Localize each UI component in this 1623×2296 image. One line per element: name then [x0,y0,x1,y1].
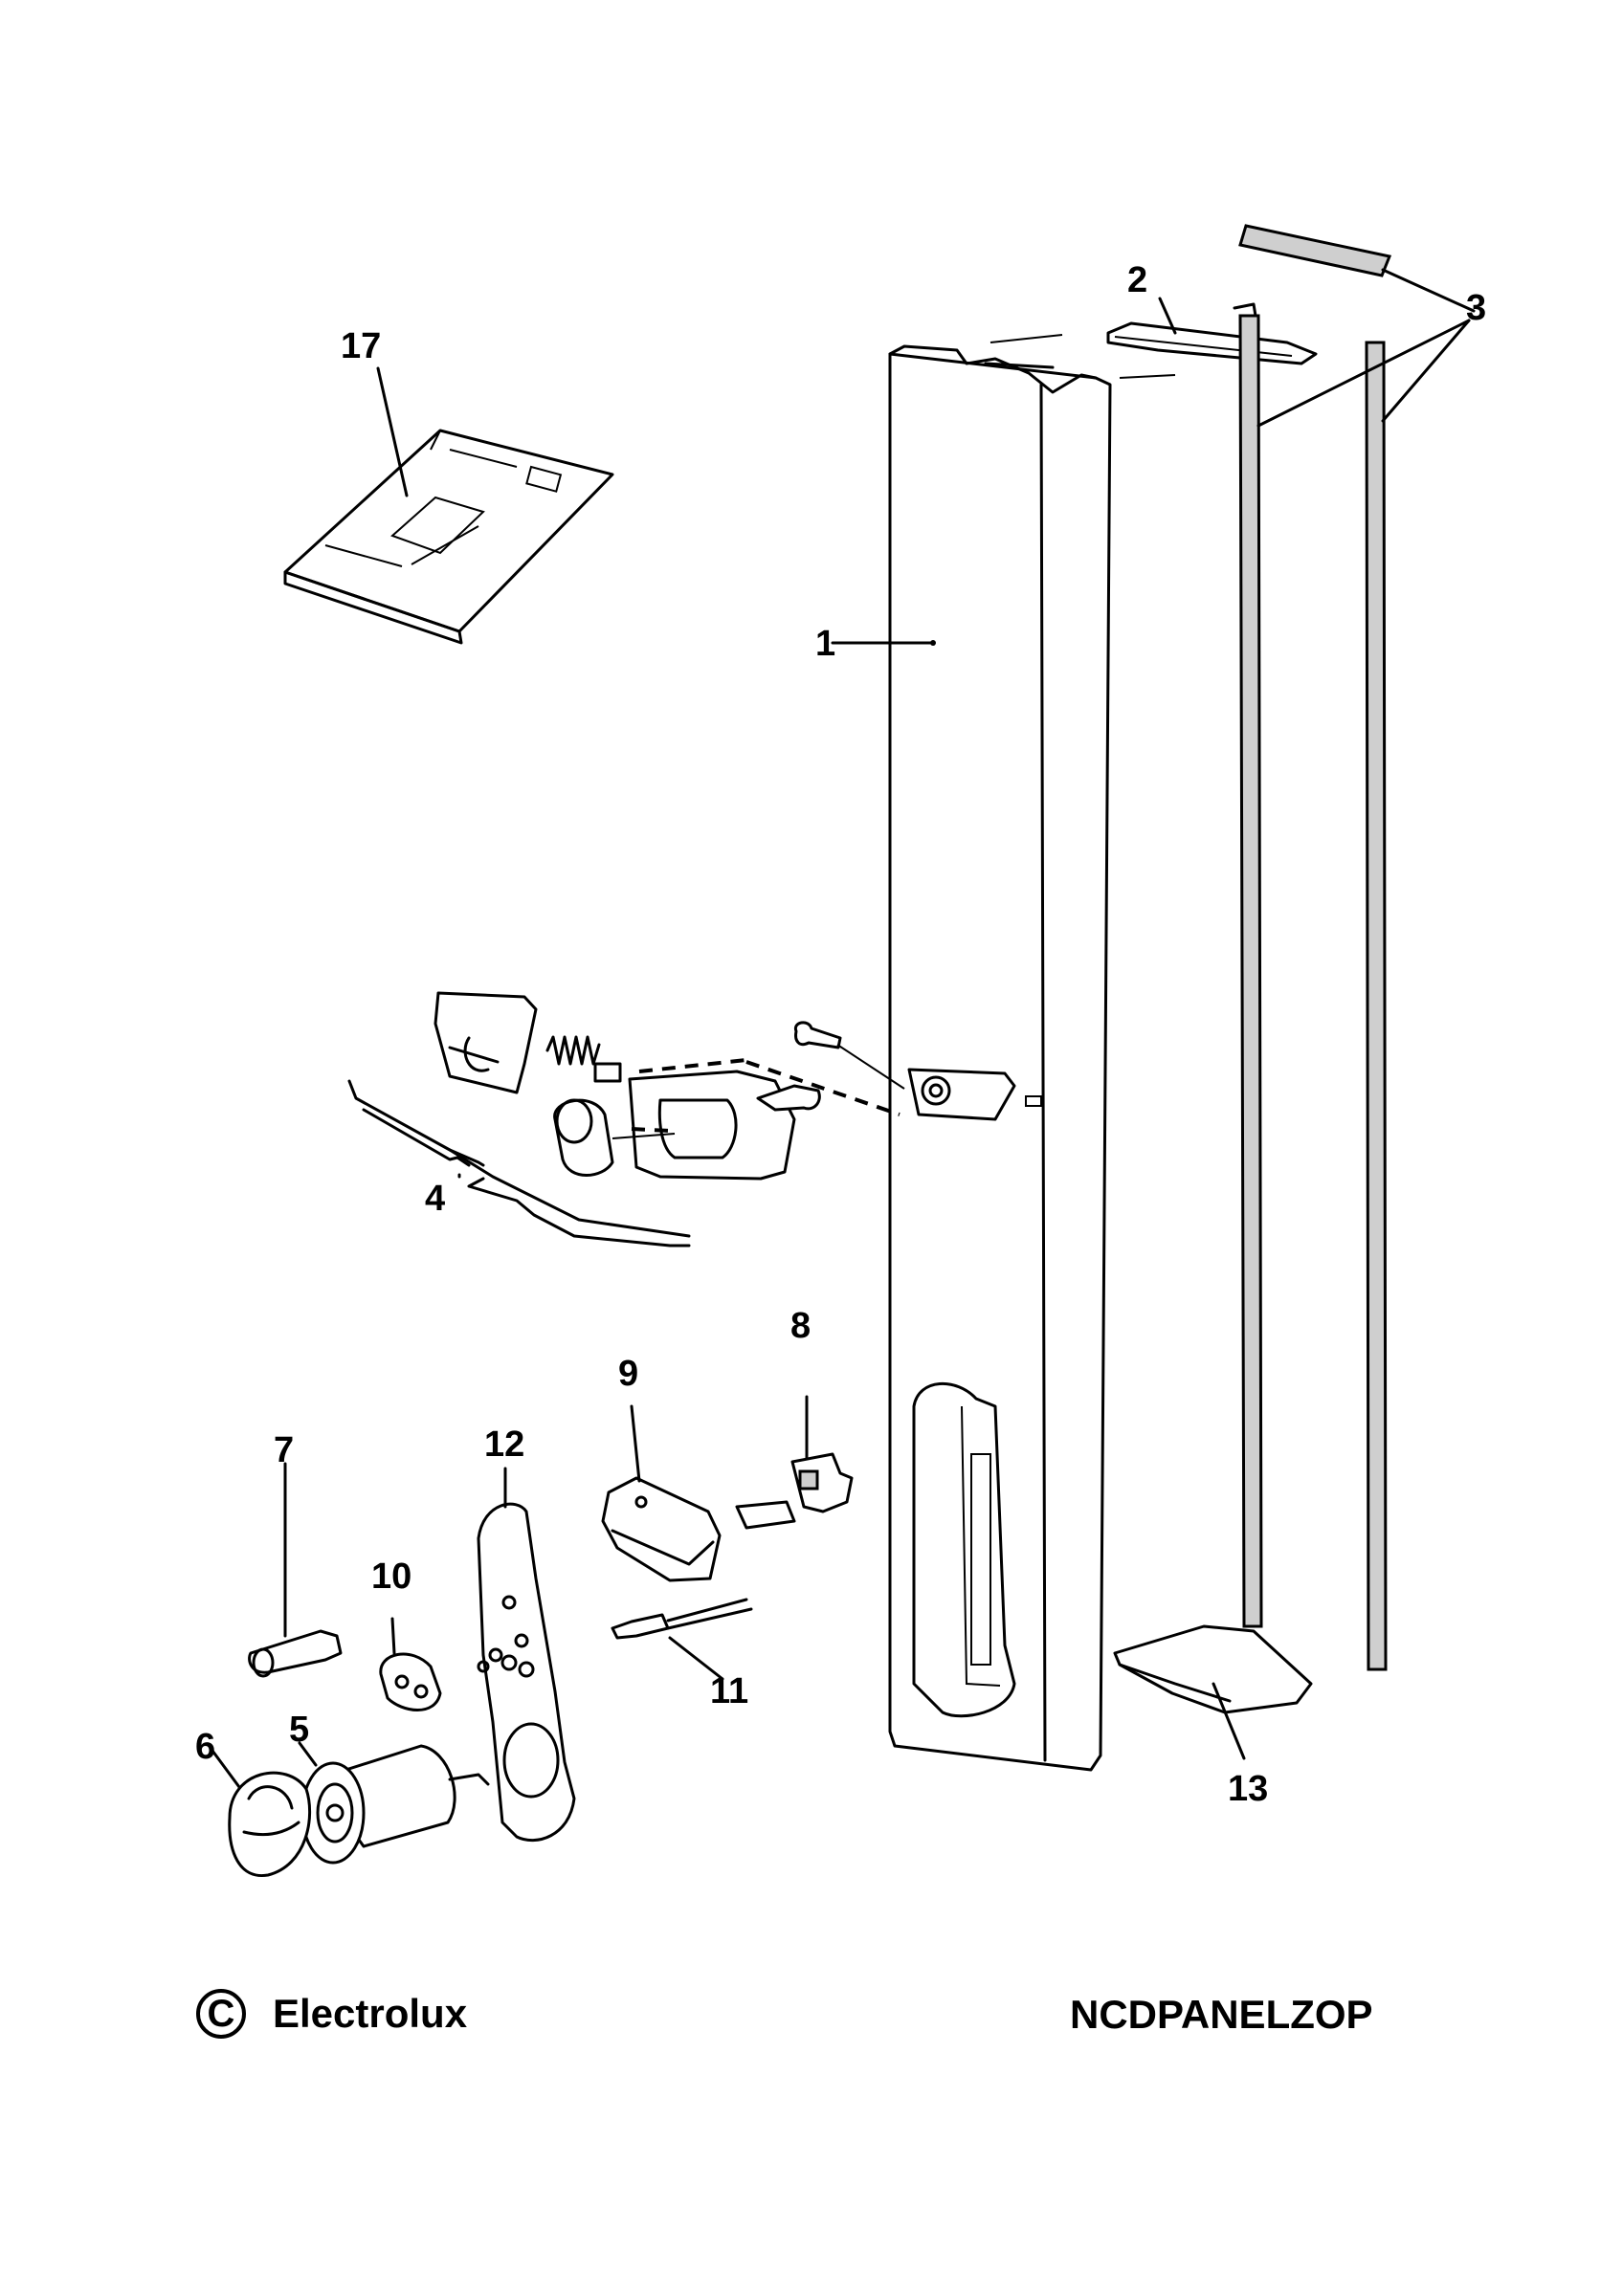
part-2-top-cap [1106,321,1318,365]
brand-name: Electrolux [273,1991,468,2036]
part-12-control-plate [477,1467,576,1843]
copyright-icon: C [196,1989,246,2039]
callout-labels: 1 2 3 4 5 6 7 8 9 10 11 12 13 17 [195,260,1486,1809]
part-11-cable-connector [611,1598,753,1681]
part-10-plate [379,1617,442,1711]
part-17-instruction-booklet [283,429,614,645]
part-3-gaskets [1233,224,1392,1671]
part-8-switch [735,1395,854,1530]
leader-lines [376,268,1476,1760]
callout-4: 4 [425,1179,445,1219]
callout-9: 9 [618,1354,638,1394]
callout-13: 13 [1228,1769,1268,1809]
callout-17: 17 [341,326,381,366]
part-7-pin [248,1462,343,1678]
callout-10: 10 [371,1556,411,1597]
part-9-switch-bracket [601,1404,722,1582]
drawing-code: NCDPANELZOP [1070,1992,1373,2037]
part-4-handle-assembly [347,991,905,1247]
callout-1: 1 [815,624,835,664]
part-5-cylinder-unit [298,1741,490,1865]
callout-5: 5 [289,1710,309,1750]
callout-3: 3 [1466,288,1486,328]
callout-8: 8 [790,1306,811,1346]
callout-6: 6 [195,1727,215,1767]
part-13-bottom-cap [1113,1624,1313,1714]
part-6-knob [211,1749,312,1877]
callout-12: 12 [484,1424,524,1465]
callout-2: 2 [1127,260,1147,300]
callout-7: 7 [274,1430,294,1470]
copyright-notice: C Electrolux [196,1987,467,2041]
part-1-door-side-panel [888,334,1176,1772]
callout-11: 11 [710,1671,748,1711]
